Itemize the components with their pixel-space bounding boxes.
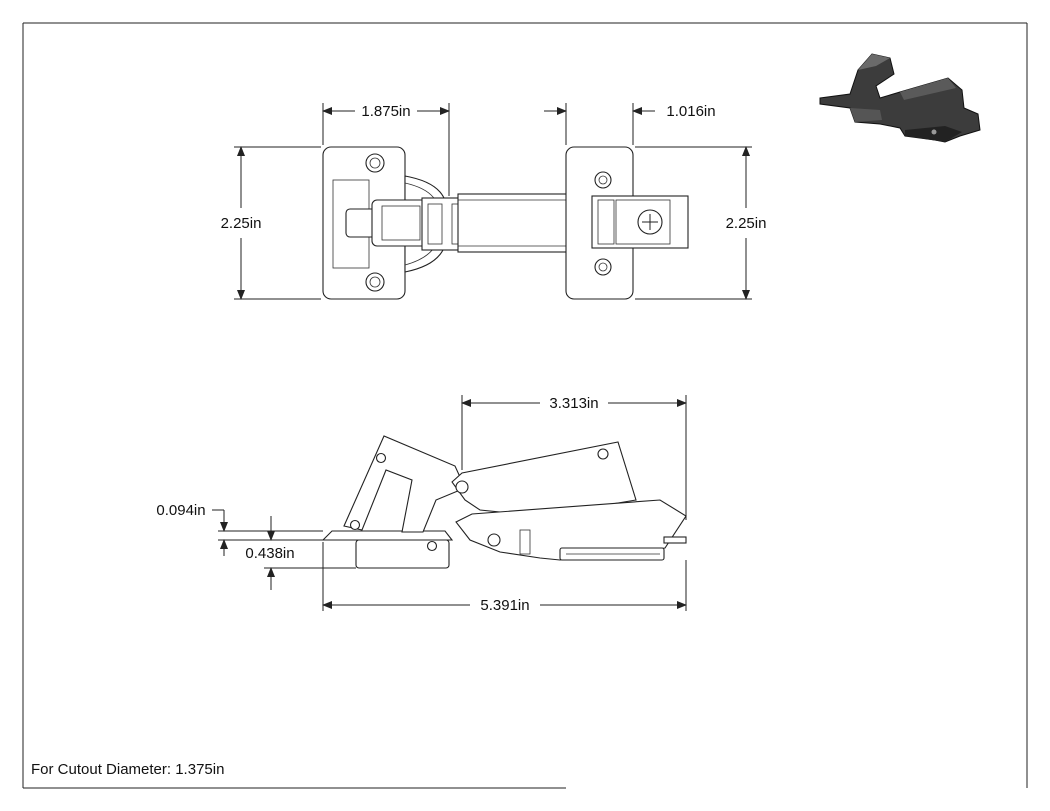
drawing-frame (22, 22, 1028, 789)
side-view: 3.313in 5.391in 0.094in 0.438in (156, 395, 687, 614)
screw-hole-bottom-left (365, 272, 385, 292)
dim-arm-length: 3.313in (549, 395, 598, 412)
dim-overall-length: 5.391in (480, 597, 529, 614)
cutout-diameter-note: For Cutout Diameter: 1.375in (31, 761, 225, 778)
dim-plate-width: 1.875in (361, 103, 410, 120)
dim-cup-depth: 0.438in (245, 545, 294, 562)
top-view: 1.875in 1.016in 2.25in 2.25in (221, 103, 767, 300)
base-plate (321, 530, 454, 541)
link-arm (343, 435, 466, 533)
dim-arm-plate-width: 1.016in (666, 103, 715, 120)
dim-height-right: 2.25in (726, 215, 767, 232)
dim-plate-thickness: 0.094in (156, 502, 205, 519)
screw-hole-bottom-right (594, 258, 612, 276)
dim-height-left: 2.25in (221, 215, 262, 232)
hinge-cup (355, 539, 450, 569)
screw-hole-top-left (365, 153, 385, 173)
isometric-hinge-thumbnail (819, 53, 981, 143)
screw-hole-top-right (594, 171, 612, 189)
